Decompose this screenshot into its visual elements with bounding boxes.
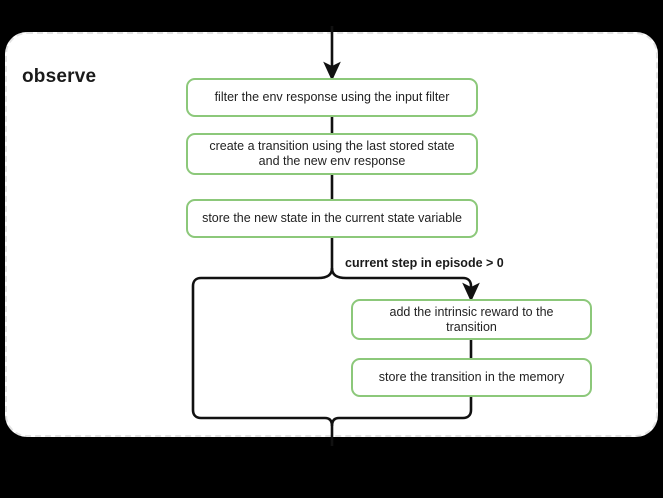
node-create-transition[interactable]: create a transition using the last store… bbox=[186, 133, 478, 175]
node-store-transition-memory[interactable]: store the transition in the memory bbox=[351, 358, 592, 397]
node-store-new-state[interactable]: store the new state in the current state… bbox=[186, 199, 478, 238]
node-add-intrinsic-reward[interactable]: add the intrinsic reward to the transiti… bbox=[351, 299, 592, 340]
group-title-observe: observe bbox=[22, 66, 97, 87]
edge-label-current-step: current step in episode > 0 bbox=[345, 256, 504, 270]
node-filter-env-response[interactable]: filter the env response using the input … bbox=[186, 78, 478, 117]
